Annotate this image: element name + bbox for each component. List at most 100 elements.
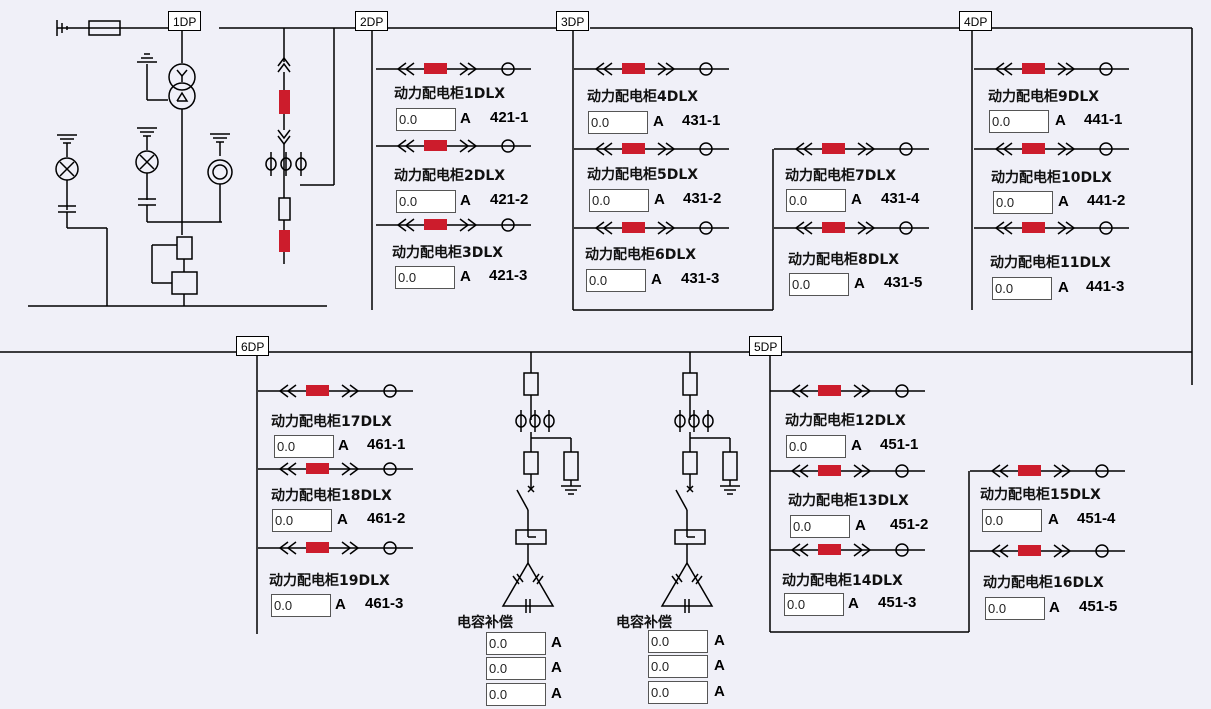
capacitor-current-field[interactable]: 0.0 <box>648 681 708 704</box>
terminal-icon <box>383 384 397 398</box>
bus-label-4dp: 4DP <box>959 11 993 31</box>
disconnector-icon <box>657 221 668 235</box>
current-value-field[interactable]: 0.0 <box>396 108 456 131</box>
switch-contact-icon <box>527 485 535 493</box>
current-value-field[interactable]: 0.0 <box>586 269 646 292</box>
terminal-icon <box>895 464 909 478</box>
unit-label: A <box>338 437 349 454</box>
breaker-icon <box>306 463 329 474</box>
current-value-field[interactable]: 0.0 <box>271 594 331 617</box>
capacitor-current-field[interactable]: 0.0 <box>648 630 708 653</box>
feeder-name: 动力配电柜10DLX <box>991 170 1112 186</box>
switch-icon <box>516 489 529 511</box>
feeder-code: 441-1 <box>1084 111 1123 128</box>
feeder-code: 441-2 <box>1087 192 1126 209</box>
unit-label: A <box>714 683 725 700</box>
disconnector-icon <box>459 218 470 232</box>
current-value-field[interactable]: 0.0 <box>396 190 456 213</box>
disconnector-icon <box>861 543 872 557</box>
disconnector-icon <box>990 544 1001 558</box>
disconnector-icon <box>790 464 801 478</box>
current-value-field[interactable]: 0.0 <box>985 597 1045 620</box>
capacitor-icon <box>512 575 520 585</box>
capacitor-icon <box>536 575 544 585</box>
wire <box>176 91 189 102</box>
current-value-field[interactable]: 0.0 <box>588 111 648 134</box>
disconnector-icon <box>1002 221 1013 235</box>
current-value-field[interactable]: 0.0 <box>272 509 332 532</box>
disconnector-icon <box>1057 62 1068 76</box>
disconnector-icon <box>857 142 868 156</box>
disconnector-icon <box>467 218 478 232</box>
unit-label: A <box>848 595 859 612</box>
feeder-name: 动力配电柜6DLX <box>585 247 697 263</box>
terminal-icon <box>1095 544 1109 558</box>
disconnector-icon <box>286 384 297 398</box>
disconnector-icon <box>602 62 613 76</box>
breaker-icon <box>424 219 447 230</box>
disconnector-icon <box>790 384 801 398</box>
current-value-field[interactable]: 0.0 <box>589 189 649 212</box>
disconnector-icon <box>594 142 605 156</box>
unit-label: A <box>714 632 725 649</box>
feeder-name: 动力配电柜16DLX <box>983 575 1104 591</box>
capacitor-current-field[interactable]: 0.0 <box>486 683 546 706</box>
terminal-icon <box>1099 142 1113 156</box>
disconnector-icon <box>853 384 864 398</box>
current-value-field[interactable]: 0.0 <box>786 435 846 458</box>
breaker-icon <box>1018 465 1041 476</box>
current-value-field[interactable]: 0.0 <box>790 515 850 538</box>
capacitor-current-field[interactable]: 0.0 <box>486 632 546 655</box>
terminal-icon <box>383 541 397 555</box>
feeder-code: 461-3 <box>365 595 404 612</box>
current-value-field[interactable]: 0.0 <box>395 266 455 289</box>
bus-label-2dp: 2DP <box>355 11 389 31</box>
disconnector-icon <box>665 62 676 76</box>
current-value-field[interactable]: 0.0 <box>982 509 1042 532</box>
feeder-name: 动力配电柜1DLX <box>394 86 506 102</box>
disconnector-icon <box>665 221 676 235</box>
current-value-field[interactable]: 0.0 <box>784 593 844 616</box>
disconnector-icon <box>1065 221 1076 235</box>
breaker-icon <box>306 542 329 553</box>
feeder-code: 421-1 <box>490 109 529 126</box>
unit-label: A <box>854 275 865 292</box>
unit-label: A <box>651 271 662 288</box>
current-value-field[interactable]: 0.0 <box>993 191 1053 214</box>
fuse-icon <box>682 372 698 396</box>
disconnector-icon <box>790 543 801 557</box>
capacitor-current-field[interactable]: 0.0 <box>486 657 546 680</box>
unit-label: A <box>460 110 471 127</box>
current-value-field[interactable]: 0.0 <box>789 273 849 296</box>
disconnector-icon <box>278 384 289 398</box>
breaker-icon <box>1022 143 1045 154</box>
disconnector-icon <box>861 384 872 398</box>
capacitor-icon <box>671 575 679 585</box>
terminal-icon <box>1099 62 1113 76</box>
feeder-code: 421-3 <box>489 267 528 284</box>
fuse-icon <box>88 20 121 36</box>
terminal-icon <box>899 221 913 235</box>
unit-label: A <box>551 634 562 651</box>
current-value-field[interactable]: 0.0 <box>992 277 1052 300</box>
meter-icon <box>212 164 228 180</box>
current-value-field[interactable]: 0.0 <box>274 435 334 458</box>
feeder-name: 动力配电柜5DLX <box>587 167 699 183</box>
fuse-icon <box>523 451 539 475</box>
disconnector-icon <box>459 62 470 76</box>
feeder-code: 441-3 <box>1086 278 1125 295</box>
fuse-icon <box>176 236 193 260</box>
current-value-field[interactable]: 0.0 <box>989 110 1049 133</box>
unit-label: A <box>654 191 665 208</box>
disconnector-icon <box>1061 464 1072 478</box>
unit-label: A <box>337 511 348 528</box>
transformer-icon <box>168 82 196 110</box>
disconnector-icon <box>602 221 613 235</box>
current-value-field[interactable]: 0.0 <box>786 189 846 212</box>
capacitor-current-field[interactable]: 0.0 <box>648 655 708 678</box>
bus-label-6dp: 6DP <box>236 336 270 356</box>
capacitor-compensation-label: 电容补偿 <box>457 615 513 631</box>
disconnector-icon <box>1053 464 1064 478</box>
disconnector-icon <box>396 218 407 232</box>
disconnector-icon <box>396 139 407 153</box>
